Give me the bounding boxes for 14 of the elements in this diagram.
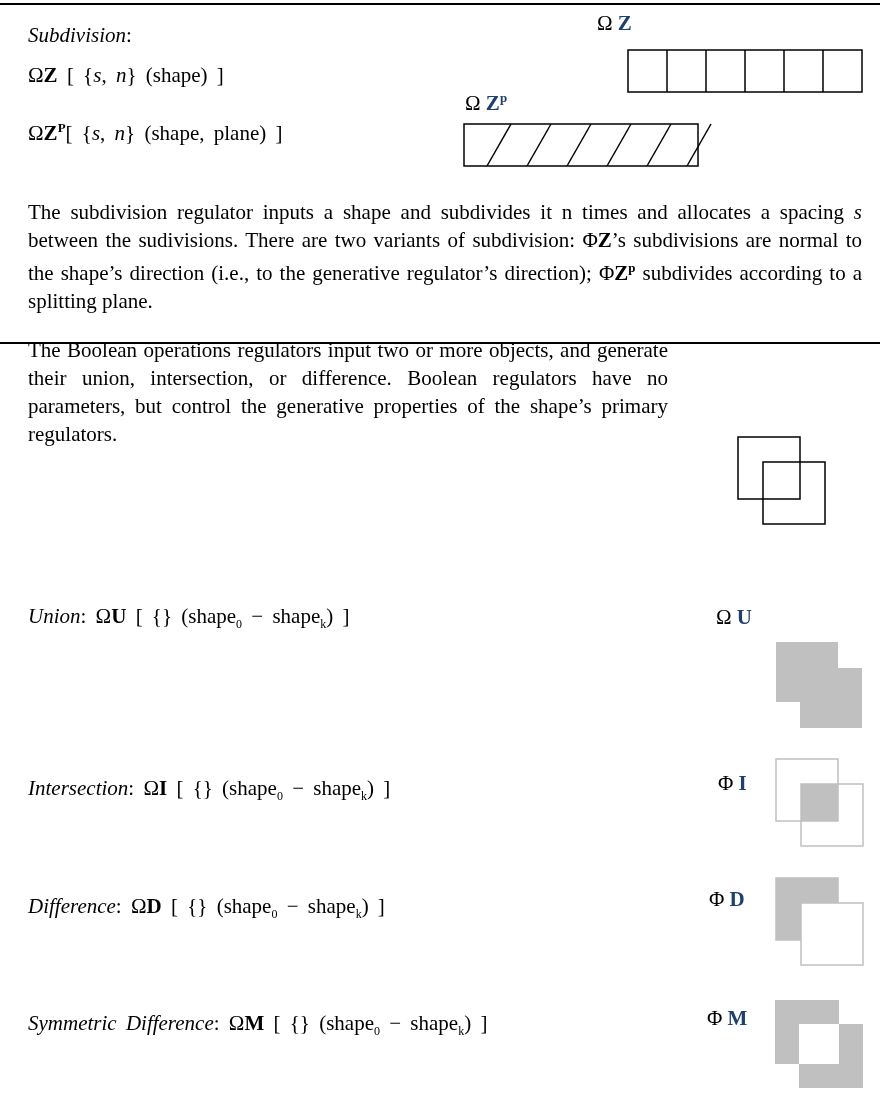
drawing-label: Ω Z xyxy=(597,10,632,36)
section-heading: Subdivision: xyxy=(28,22,132,48)
drawing-label: Φ M xyxy=(707,1005,748,1031)
formula: ΩZ$^{P}$[ {s, n} (shape, plane) ] xyxy=(28,119,283,146)
drawing-label: Φ D xyxy=(709,886,745,912)
formula: ΩZ [ {s, n} (shape) ] xyxy=(28,62,224,88)
drawing-label: Ω U xyxy=(716,604,753,630)
paragraph: The subdivision regulator inputs a shape and subdivides it n times and allocates a spacing s between the sudivisions. There are two variants of subdivision: ΦZ’s subdivisions are normal to the shape’s direction (i.e., to the generative regulator’s direction); ΦZ$^{p}$ subdivides according to a splitting plane. xyxy=(28,199,862,315)
formula: Union: ΩU [ {} (shape$_{0}$ − shape$_{k}$) ] xyxy=(28,603,350,634)
formula: Symmetric Difference: ΩM [ {} (shape$_{0}$ − shape$_{k}$) ] xyxy=(28,1010,488,1041)
formula: Difference: ΩD [ {} (shape$_{0}$ − shape$_{k}$) ] xyxy=(28,893,385,924)
formula: Intersection: ΩI [ {} (shape$_{0}$ − shape$_{k}$) ] xyxy=(28,775,391,806)
drawing-label: Φ I xyxy=(718,770,747,796)
drawing-label: Ω Z$^{p}$ xyxy=(465,89,508,116)
